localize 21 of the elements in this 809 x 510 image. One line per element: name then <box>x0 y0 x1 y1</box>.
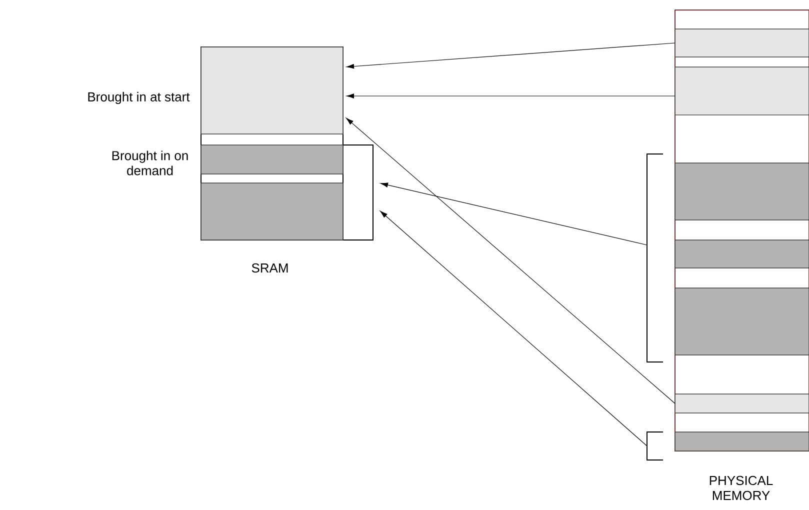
arrow <box>380 210 648 446</box>
arrow <box>380 182 648 246</box>
memory-segment <box>674 432 809 452</box>
label: Brought in on demand <box>112 150 188 176</box>
memory-segment <box>674 240 809 268</box>
memory-segment <box>200 144 344 174</box>
memory-segment <box>674 288 809 356</box>
arrow <box>346 94 676 98</box>
node-label: PHYSICAL MEMORY <box>710 476 773 500</box>
memory-segment <box>674 28 809 58</box>
memory-segment <box>674 162 809 220</box>
memory-segment <box>674 66 809 116</box>
arrow <box>346 42 676 69</box>
memory-segment <box>200 182 344 240</box>
arrow <box>346 118 676 404</box>
memory-segment <box>674 394 809 414</box>
memory-segment <box>200 46 344 134</box>
bracket <box>342 144 374 240</box>
node-label: SRAM <box>252 263 288 273</box>
bracket <box>646 432 664 460</box>
bracket <box>646 154 664 362</box>
